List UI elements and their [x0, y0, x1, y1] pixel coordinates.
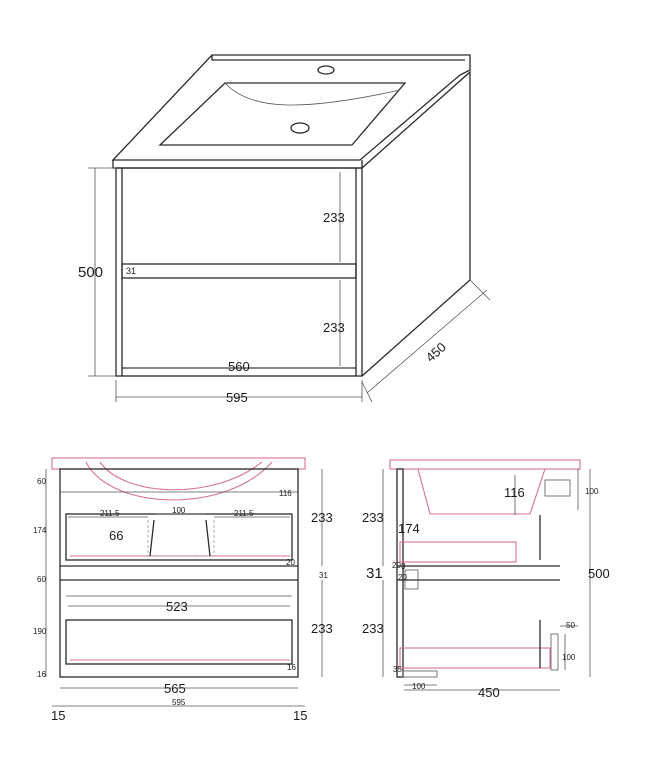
- foot-bracket-icon: [402, 670, 438, 678]
- dim-right-offset: 211.5: [234, 509, 254, 518]
- basin-section: [85, 461, 273, 501]
- dim-foot-left: 16: [37, 670, 46, 679]
- dim-drawer-lower-side: 233: [362, 621, 384, 636]
- dim-top-gap-upper: 60: [37, 477, 46, 486]
- countertop-outline: [111, 54, 471, 161]
- dim-depth: 450: [423, 339, 449, 365]
- dim-depth-side: 450: [478, 685, 500, 700]
- dim-drawer-lower-height: 190: [33, 627, 47, 636]
- dim-drawer-upper: 233: [323, 210, 345, 225]
- dim-drain-height: 66: [109, 528, 123, 543]
- drain-hole-icon: [290, 122, 310, 134]
- dim-basin-depth: 116: [279, 489, 292, 498]
- bracket-mid-icon: [404, 569, 419, 590]
- side-section-view: [382, 459, 591, 691]
- dim-gap-side: 31: [366, 565, 383, 582]
- dim-top-gap-lower: 60: [37, 575, 46, 584]
- dim-overall-height: 500: [588, 566, 610, 581]
- dim-height: 500: [78, 264, 103, 281]
- dim-bracket-lower: 100: [562, 653, 576, 662]
- cabinet-front: [115, 167, 363, 377]
- dim-foot-offset: 35: [393, 665, 402, 674]
- dim-side-left: 15: [51, 708, 65, 723]
- drain-pipe: [147, 520, 215, 557]
- dim-total-width: 595: [226, 390, 248, 405]
- bracket-lower-icon: [550, 633, 559, 671]
- cabinet-section: [59, 468, 299, 678]
- drawer-upper: [65, 513, 293, 561]
- upper-slide: [399, 541, 517, 563]
- countertop-side: [389, 459, 581, 470]
- dim-gap: 31: [126, 266, 136, 276]
- perspective-view: [88, 54, 491, 403]
- dim-inner-width-front: 523: [166, 599, 188, 614]
- dim-drawer-upper-height: 174: [33, 526, 47, 535]
- dim-inner-height: 174: [398, 521, 420, 536]
- dim-full-width: 595: [172, 698, 186, 707]
- dim-small-a: 20: [392, 561, 401, 570]
- dim-small-b: 20: [398, 573, 407, 582]
- drawer-gap: [121, 263, 357, 279]
- dim-overall-width: 565: [164, 681, 186, 696]
- dim-gap-front: 31: [319, 571, 328, 580]
- dim-small-c: 3: [401, 562, 406, 571]
- back-panel: [396, 468, 404, 678]
- basin-outline: [158, 82, 407, 146]
- drawer-lower: [65, 619, 293, 665]
- front-section-view: [45, 457, 323, 707]
- dim-offset: 50: [566, 621, 575, 630]
- dim-drawer-lower-total: 233: [311, 621, 333, 636]
- dim-foot-right: 16: [287, 663, 296, 672]
- dim-basin-depth-side: 116: [504, 485, 525, 500]
- dim-inner-width: 560: [228, 359, 250, 374]
- dim-bottom-left: 100: [412, 682, 426, 691]
- dim-drawer-upper-total: 233: [311, 510, 333, 525]
- dim-small-right: 20: [286, 558, 295, 567]
- dim-left-offset: 211.5: [100, 509, 120, 518]
- dim-drawer-upper-side: 233: [362, 510, 384, 525]
- dim-drawer-lower: 233: [323, 320, 345, 335]
- dim-center-width: 100: [172, 506, 186, 515]
- bracket-upper-icon: [544, 479, 571, 497]
- tap-hole-icon: [317, 65, 335, 75]
- basin-side: [417, 468, 546, 515]
- dim-side-right: 15: [293, 708, 307, 723]
- lower-slide: [399, 647, 551, 669]
- dim-bracket-upper: 100: [585, 487, 599, 496]
